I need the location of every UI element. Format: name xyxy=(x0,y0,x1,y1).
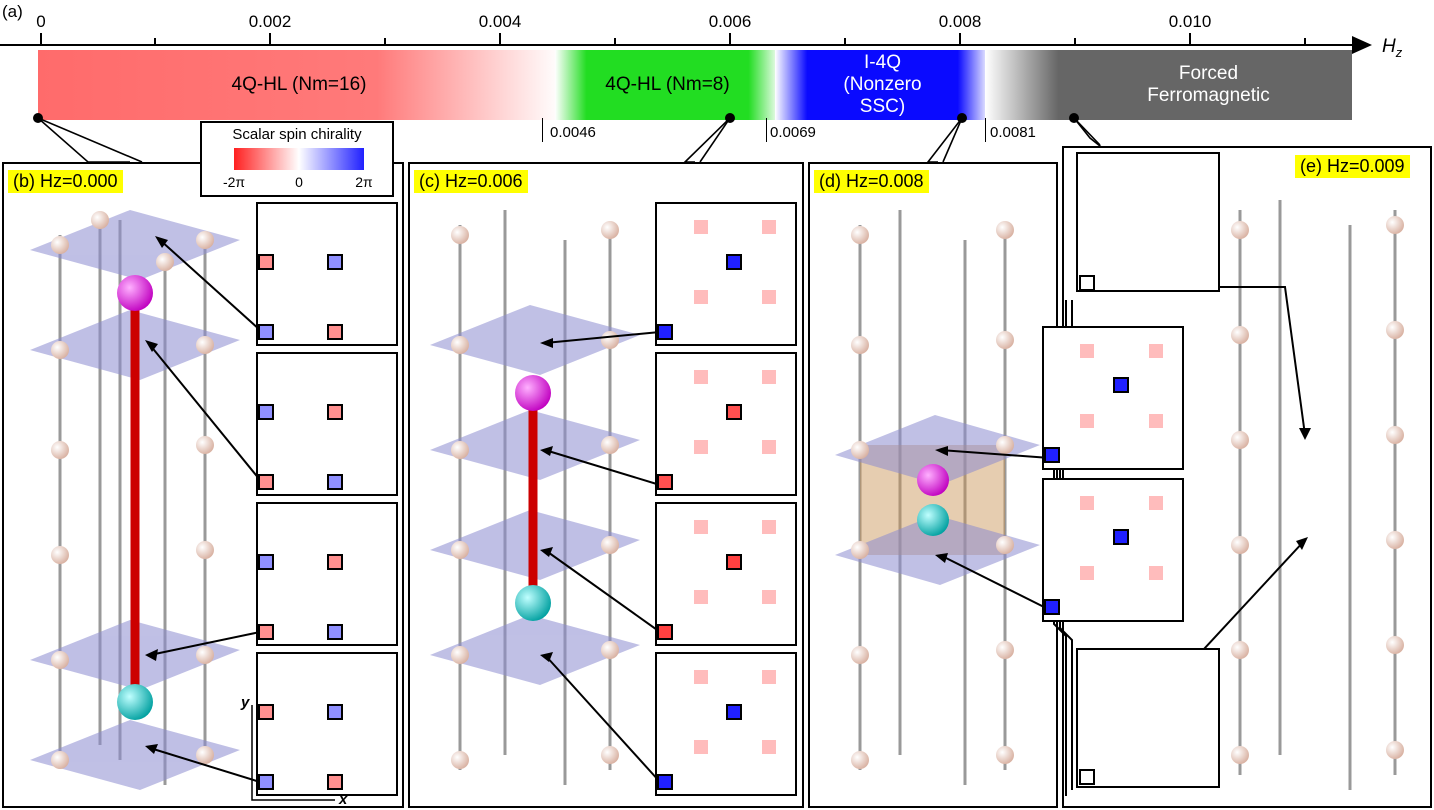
panel-e-label: (e) Hz=0.009 xyxy=(1295,155,1410,178)
panel-c-label: (c) Hz=0.006 xyxy=(414,170,528,193)
boundary-marker xyxy=(766,118,767,142)
x-axis-label: x xyxy=(339,791,348,808)
boundary-label: 0.0069 xyxy=(770,124,816,141)
antimonopole-b xyxy=(117,684,153,720)
chirality-inset-b1 xyxy=(256,202,398,346)
boundary-label: 0.0081 xyxy=(990,124,1036,141)
legend-mid: 0 xyxy=(295,174,303,190)
chirality-inset-e2 xyxy=(1076,648,1220,788)
legend-title: Scalar spin chirality xyxy=(232,126,362,143)
y-axis-label: y xyxy=(241,694,250,711)
monopole-b xyxy=(117,275,153,311)
chirality-plane xyxy=(30,210,240,280)
legend-max: 2π xyxy=(355,174,373,190)
chirality-inset-b4 xyxy=(256,652,398,796)
panel-a-label: (a) xyxy=(2,2,23,21)
boundary-label: 0.0046 xyxy=(550,124,596,141)
hz-axis xyxy=(0,33,1372,54)
chirality-inset-b2 xyxy=(256,352,398,496)
boundary-marker xyxy=(985,118,986,142)
tick-label: 0.002 xyxy=(248,12,292,31)
tick-label: 0.006 xyxy=(708,12,752,31)
antimonopole-c xyxy=(515,585,551,621)
tick-label: 0.010 xyxy=(1168,12,1212,31)
panel-d-label: (d) Hz=0.008 xyxy=(814,170,929,193)
phase-band-4q-hl-8: 4Q-HL (Nm=8) xyxy=(555,50,780,120)
tick-label: 0 xyxy=(36,12,46,31)
axis-label-hz: Hz xyxy=(1382,36,1403,60)
monopole-d xyxy=(917,464,949,496)
chirality-inset-b3 xyxy=(256,502,398,646)
tick-label: 0.008 xyxy=(938,12,982,31)
phase-band-forced-ferromagnetic: Forced Ferromagnetic xyxy=(985,50,1352,120)
legend-colorbar xyxy=(234,148,364,170)
boundary-marker xyxy=(542,118,543,142)
phase-band-i-4q: I-4Q (Nonzero SSC) xyxy=(775,50,990,120)
panel-b-label: (b) Hz=0.000 xyxy=(8,170,123,193)
legend-min: -2π xyxy=(222,174,246,190)
monopole-c xyxy=(515,375,551,411)
chirality-legend: Scalar spin chirality -2π 0 2π xyxy=(200,121,394,197)
tick-label: 0.004 xyxy=(478,12,522,31)
chirality-inset-e1 xyxy=(1076,152,1220,292)
phase-band-4q-hl-16: 4Q-HL (Nm=16) xyxy=(38,50,560,120)
antimonopole-d xyxy=(917,504,949,536)
chirality-inset-c3 xyxy=(655,502,797,646)
